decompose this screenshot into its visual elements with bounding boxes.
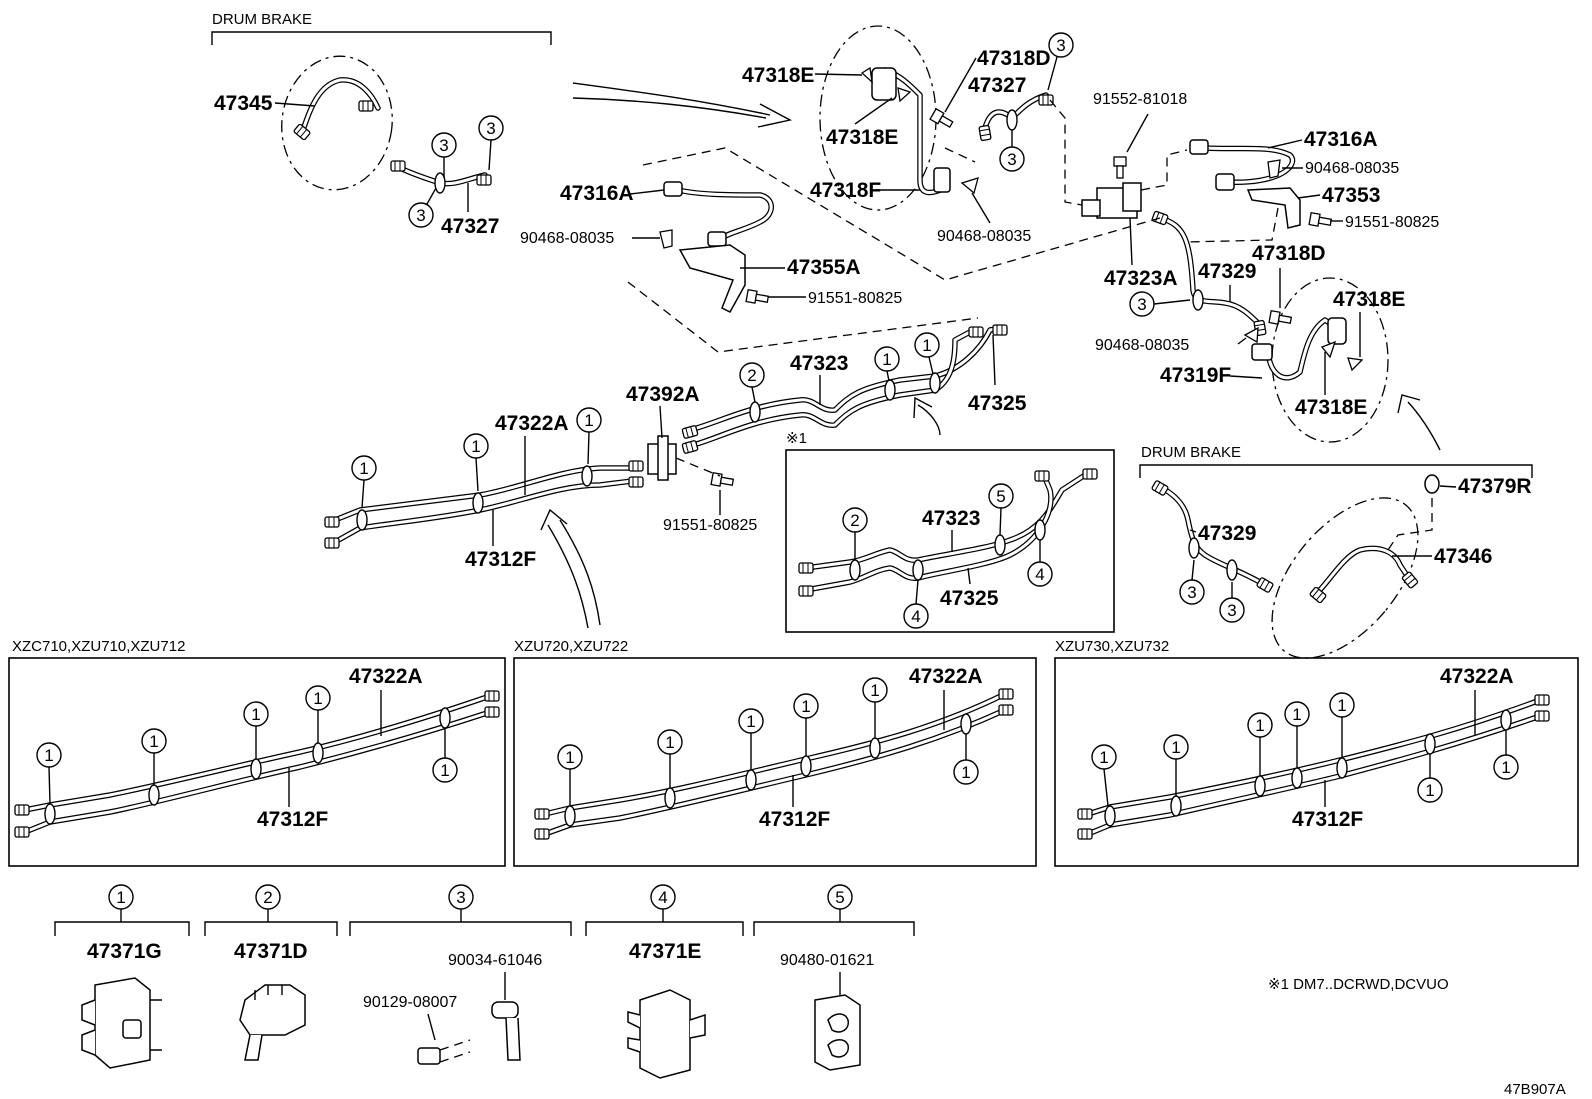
label-47323-a: 47323 [790, 352, 848, 375]
variant2-label-47312F: 47312F [759, 808, 830, 831]
legend-part-5: 90480-01621 [780, 952, 874, 969]
callout-3 [431, 132, 457, 158]
label-47316A-b: 47316A [560, 182, 634, 205]
drum-brake-top-group: DRUM BRAKE 47345 47327 [211, 11, 552, 238]
note-mark: ※1 [786, 430, 807, 447]
variant-box-2: XZU720,XZU722 47322A 47312F [513, 638, 1037, 867]
label-47322A-a: 47322A [495, 412, 569, 435]
label-47329-b: 47329 [1198, 522, 1256, 545]
variant-box-1: XZC710,XZU710,XZU712 47322A 47312F [8, 638, 506, 867]
label-47318D-a: 47318D [977, 47, 1051, 70]
label-47316A-a: 47316A [1304, 128, 1378, 151]
legend-item-3: 90034-61046 90129-08007 [349, 884, 572, 1065]
drum-brake-right-group: DRUM BRAKE 47329 47346 47379R [1139, 444, 1533, 659]
variant1-label-47322A: 47322A [349, 665, 423, 688]
label-47323-b: 47323 [922, 507, 980, 530]
legend-item-4: 47371E [585, 884, 744, 1079]
label-47318E-a: 47318E [742, 64, 814, 87]
main-tube-assembly: 47323 47325 47392A 91551-80825 4 [324, 324, 1027, 629]
drum-brake-header: DRUM BRAKE [212, 11, 312, 28]
legend-part-4: 47371E [629, 940, 701, 963]
legend-part-1: 47371G [87, 940, 162, 963]
variant2-label-47322A: 47322A [909, 665, 983, 688]
label-47355A: 47355A [787, 256, 861, 279]
variant1-label-47312F: 47312F [257, 808, 328, 831]
label-47345: 47345 [214, 92, 273, 115]
footnote: ※1 DM7..DCRWD,DCVUO [1268, 976, 1449, 993]
label-47323A: 47323A [1104, 267, 1178, 290]
variant2-header: XZU720,XZU722 [514, 638, 628, 655]
label-90468-08035-b: 90468-08035 [937, 228, 1031, 245]
label-90468-08035-d: 90468-08035 [1095, 337, 1189, 354]
label-47327-b: 47327 [968, 74, 1026, 97]
variant-box-3: XZU730,XZU732 47322A 47312F [1054, 638, 1579, 867]
label-91551-80825-a: 91551-80825 [1345, 214, 1439, 231]
label-91551-80825-b: 91551-80825 [808, 290, 902, 307]
drum-brake-right-header: DRUM BRAKE [1141, 444, 1241, 461]
variant1-header: XZC710,XZU710,XZU712 [12, 638, 185, 655]
legend-item-1: 47371G [54, 884, 190, 1069]
label-47319F: 47319F [1160, 364, 1231, 387]
label-47318E-b: 47318E [826, 126, 898, 149]
label-47325-b: 47325 [940, 587, 999, 610]
label-90468-08035-a: 90468-08035 [1305, 160, 1399, 177]
label-47318E-c: 47318E [1333, 288, 1405, 311]
legend-part-2: 47371D [234, 940, 308, 963]
rear-junction-group: 91552-81018 47323A 47316A 90468-08035 47… [1049, 91, 1441, 451]
legend-item-2: 47371D [204, 884, 338, 1061]
label-47318F: 47318F [810, 179, 881, 202]
legend-part-3a: 90034-61046 [448, 952, 542, 969]
front-right-hose-group: 47316A 90468-08035 47355A 91551-80825 [520, 147, 1161, 353]
label-47379R: 47379R [1458, 475, 1532, 498]
variant3-header: XZU730,XZU732 [1055, 638, 1169, 655]
label-47353: 47353 [1322, 184, 1380, 207]
label-47346: 47346 [1434, 545, 1492, 568]
inset-note1-box: ※1 47323 47325 [785, 430, 1115, 633]
legend-part-3b: 90129-08007 [363, 994, 457, 1011]
label-47392A: 47392A [626, 383, 700, 406]
label-47325-a: 47325 [968, 392, 1027, 415]
label-91551-80825-c: 91551-80825 [663, 517, 757, 534]
label-47329-a: 47329 [1198, 260, 1256, 283]
legend-item-5: 90480-01621 [753, 884, 915, 1071]
label-91552-81018: 91552-81018 [1093, 91, 1187, 108]
variant3-label-47312F: 47312F [1292, 808, 1363, 831]
front-left-hose-group: 47318E 47318E 47318F 47318D 47327 90468-… [742, 25, 1074, 245]
label-90468-08035-c: 90468-08035 [520, 230, 614, 247]
variant3-label-47322A: 47322A [1440, 665, 1514, 688]
label-47312F-a: 47312F [465, 548, 536, 571]
figure-code: 47B907A [1504, 1081, 1566, 1098]
label-47327-a: 47327 [441, 215, 499, 238]
label-47318D-b: 47318D [1252, 242, 1326, 265]
label-47318E-d: 47318E [1295, 396, 1367, 419]
